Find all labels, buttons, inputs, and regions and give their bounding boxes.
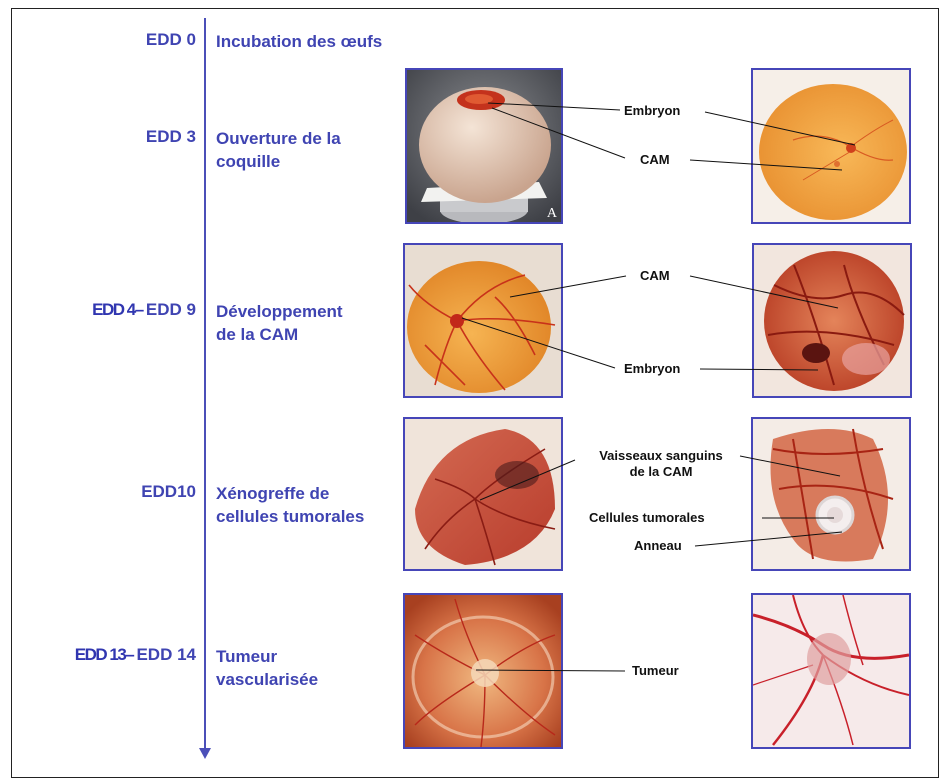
edd-label-3: EDD10 bbox=[6, 482, 196, 502]
label-vaisseaux: Vaisseaux sanguins de la CAM bbox=[578, 448, 744, 480]
photo-cam-development-1 bbox=[403, 243, 563, 398]
stage-description-2: Développement de la CAM bbox=[216, 300, 343, 346]
photo-egg-opening: A bbox=[405, 68, 563, 224]
photo-tumor-1 bbox=[403, 593, 563, 749]
photo-cam-development-2 bbox=[752, 243, 912, 398]
timeline-arrowhead bbox=[199, 748, 211, 759]
photo-xenograft-1 bbox=[403, 417, 563, 571]
timeline-axis bbox=[204, 18, 206, 750]
edd-label-1: EDD 3 bbox=[6, 127, 196, 147]
label-embryon-1: Embryon bbox=[624, 103, 680, 119]
label-embryon-2: Embryon bbox=[624, 361, 680, 377]
photo-tumor-2 bbox=[751, 593, 911, 749]
edd-label-4: EDD 13– EDD 14 bbox=[6, 645, 196, 665]
label-tumeur: Tumeur bbox=[632, 663, 679, 679]
label-cam-2: CAM bbox=[640, 268, 670, 284]
label-cam-1: CAM bbox=[640, 152, 670, 168]
stage-description-3: Xénogreffe de cellules tumorales bbox=[216, 482, 364, 528]
label-cellules-tumorales: Cellules tumorales bbox=[589, 510, 705, 526]
edd-label-2: EDD 4– EDD 9 bbox=[6, 300, 196, 320]
stage-description-4: Tumeur vascularisée bbox=[216, 645, 318, 691]
label-anneau: Anneau bbox=[634, 538, 682, 554]
photo-xenograft-2 bbox=[751, 417, 911, 571]
photo-embryo-early bbox=[751, 68, 911, 224]
stage-description-0: Incubation des œufs bbox=[216, 30, 382, 53]
photo-mark: A bbox=[547, 206, 557, 222]
edd-label-0: EDD 0 bbox=[6, 30, 196, 50]
stage-description-1: Ouverture de la coquille bbox=[216, 127, 341, 173]
